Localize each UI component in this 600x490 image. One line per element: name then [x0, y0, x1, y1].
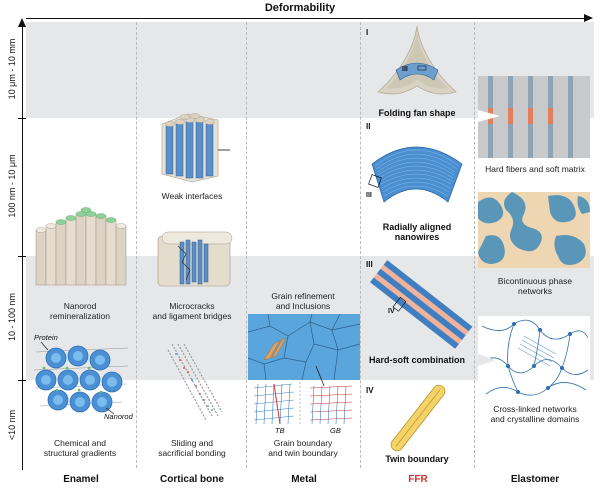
ffr-roman-3a: III — [366, 192, 372, 199]
ffr-inner-label: III — [402, 66, 408, 73]
ffr-twin-boundary-rod — [390, 384, 446, 452]
elastomer-crystalline-domain — [517, 335, 557, 367]
ffr-roman-4: IV — [366, 386, 374, 395]
column-label-cortical-bone: Cortical bone — [160, 474, 224, 485]
divider-4 — [474, 22, 475, 468]
metal-caption-top: Grain refinement and Inclusions — [271, 291, 335, 311]
divider-3 — [360, 22, 361, 468]
metal-grain-structure — [247, 313, 361, 387]
column-label-enamel: Enamel — [63, 474, 99, 485]
enamel-caption-top: Nanorod remineralization — [50, 301, 110, 321]
ffr-hard-soft-stripes — [370, 260, 473, 349]
elastomer-caption-1: Hard fibers and soft matrix — [485, 164, 585, 174]
ffr-caption-3: Hard-soft combination — [369, 355, 465, 365]
scale-label-2: 100 nm - 10 μm — [7, 154, 17, 218]
metal-caption-bottom: Grain boundary and twin boundary — [268, 438, 338, 458]
scale-axis — [22, 24, 23, 470]
metal-grain-boundaries — [247, 313, 361, 381]
bone-sliding-fibrils — [167, 343, 223, 421]
deformability-axis — [26, 18, 586, 19]
tb-label: TB — [275, 426, 285, 435]
nanorod-label: Nanorod — [104, 412, 133, 421]
ffr-caption-2: Radially aligned nanowires — [382, 222, 452, 242]
ffr-nanowire-lines — [374, 149, 460, 197]
scale-label-3: 10 - 100 nm — [7, 292, 17, 342]
bone-osteon-columns — [165, 121, 214, 179]
ffr-folding-fan-icon — [377, 25, 457, 95]
scale-label-4: <10 nm — [7, 409, 17, 441]
bone-caption-top: Weak interfaces — [161, 191, 223, 201]
enamel-nanorod-bundle — [35, 207, 127, 286]
column-label-metal: Metal — [291, 474, 317, 485]
bone-weak-interfaces — [161, 113, 230, 183]
ffr-roman-4a: IV — [388, 308, 395, 315]
scale-label-1: 10 μm - 10 mm — [7, 38, 17, 100]
ffr-radial-nanowires — [368, 146, 463, 203]
ffr-roman-1: I — [366, 28, 369, 37]
deformability-title: Deformability — [264, 2, 336, 14]
scale-tick — [18, 380, 26, 381]
enamel-rods — [35, 213, 127, 286]
elastomer-crosslinked — [478, 316, 590, 400]
deformability-arrow-icon — [584, 14, 593, 22]
enamel-gradient-structure — [33, 341, 129, 415]
elastomer-hard-fibers — [478, 76, 590, 158]
metal-twin-boundary-grids — [253, 382, 353, 426]
bone-microcracks — [157, 231, 233, 287]
bone-fibril-strands — [167, 343, 223, 421]
divider-2 — [246, 22, 247, 468]
ffr-roman-3: III — [366, 260, 373, 269]
protein-label: Protein — [34, 333, 58, 342]
bone-caption-mid: Microcracks and ligament bridges — [152, 301, 232, 321]
elastomer-bicontinuous — [478, 192, 590, 268]
gb-label: GB — [330, 426, 341, 435]
ffr-roman-2: II — [366, 122, 371, 131]
enamel-green-tips — [55, 207, 117, 225]
scale-tick — [18, 256, 26, 257]
elastomer-crosslink-nodes — [506, 322, 572, 394]
enamel-caption-bottom: Chemical and structural gradients — [43, 438, 117, 458]
column-label-elastomer: Elastomer — [510, 474, 560, 485]
elastomer-phase-blobs — [478, 192, 590, 265]
column-label-ffr: FFR — [408, 474, 428, 485]
metal-inclusions — [263, 337, 287, 361]
bone-caption-bottom: Sliding and sacrificial bonding — [158, 438, 226, 458]
divider-1 — [136, 22, 137, 468]
scale-arrow-icon — [18, 18, 26, 27]
bone-ligament-bridges — [179, 239, 209, 285]
elastomer-caption-3: Cross-linked networks and crystalline do… — [490, 404, 580, 424]
ffr-caption-4: Twin boundary — [385, 454, 449, 464]
elastomer-caption-2: Bicontinuous phase networks — [497, 276, 573, 296]
ffr-caption-1: Folding fan shape — [378, 108, 456, 118]
metal-tb-grid — [253, 383, 295, 425]
scale-tick — [18, 118, 26, 119]
